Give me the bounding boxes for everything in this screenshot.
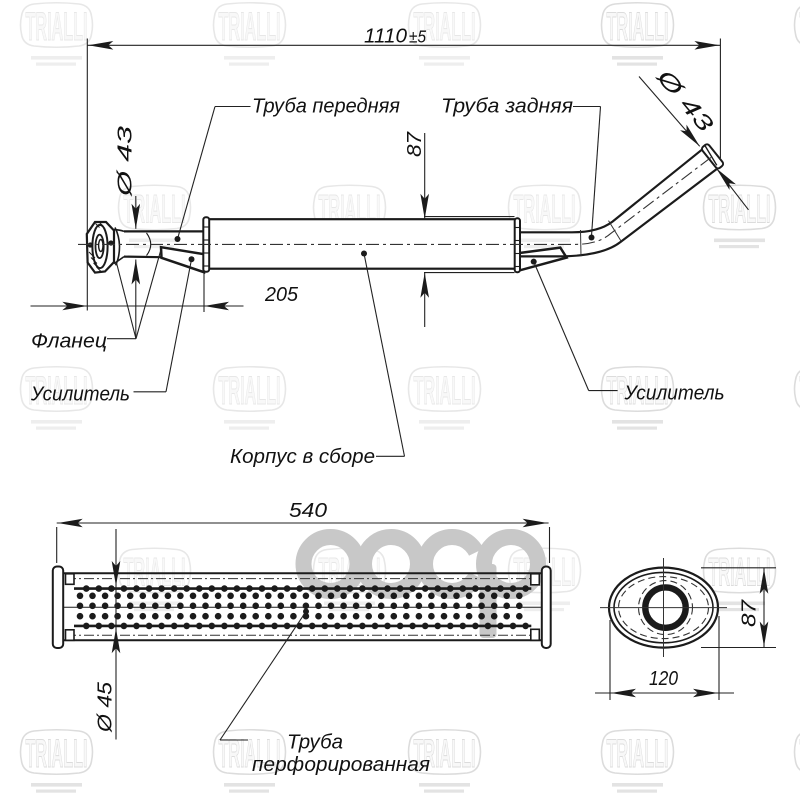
svg-text:Труба: Труба <box>287 731 343 754</box>
svg-text:Ø 45: Ø 45 <box>94 681 117 733</box>
svg-text:TRIALLI: TRIALLI <box>26 5 88 49</box>
svg-text:Корпус в сборе: Корпус в сборе <box>230 445 375 468</box>
svg-text:перфорированная: перфорированная <box>252 753 430 776</box>
svg-text:Усилитель: Усилитель <box>624 382 725 405</box>
svg-text:Труба передняя: Труба передняя <box>252 95 400 118</box>
svg-text:Фланец: Фланец <box>31 330 107 353</box>
svg-text:Ø 43: Ø 43 <box>114 125 137 198</box>
svg-text:±5: ±5 <box>409 27 426 47</box>
svg-text:TRIALLI: TRIALLI <box>26 732 88 776</box>
svg-text:205: 205 <box>264 283 299 306</box>
svg-text:TRIALLI: TRIALLI <box>219 369 281 413</box>
svg-text:540: 540 <box>289 499 328 522</box>
svg-text:87: 87 <box>738 598 761 627</box>
svg-text:TRIALLI: TRIALLI <box>607 732 669 776</box>
svg-text:Труба задняя: Труба задняя <box>441 95 573 118</box>
svg-text:87: 87 <box>403 130 426 157</box>
svg-text:TRIALLI: TRIALLI <box>514 188 576 232</box>
svg-text:TRIALLI: TRIALLI <box>607 5 669 49</box>
svg-text:1110: 1110 <box>364 25 408 48</box>
svg-text:Усилитель: Усилитель <box>30 383 130 406</box>
svg-text:TRIALLI: TRIALLI <box>219 5 281 49</box>
svg-text:TRIALLI: TRIALLI <box>414 369 476 413</box>
svg-text:TRIALLI: TRIALLI <box>709 188 771 232</box>
svg-text:120: 120 <box>649 667 678 690</box>
